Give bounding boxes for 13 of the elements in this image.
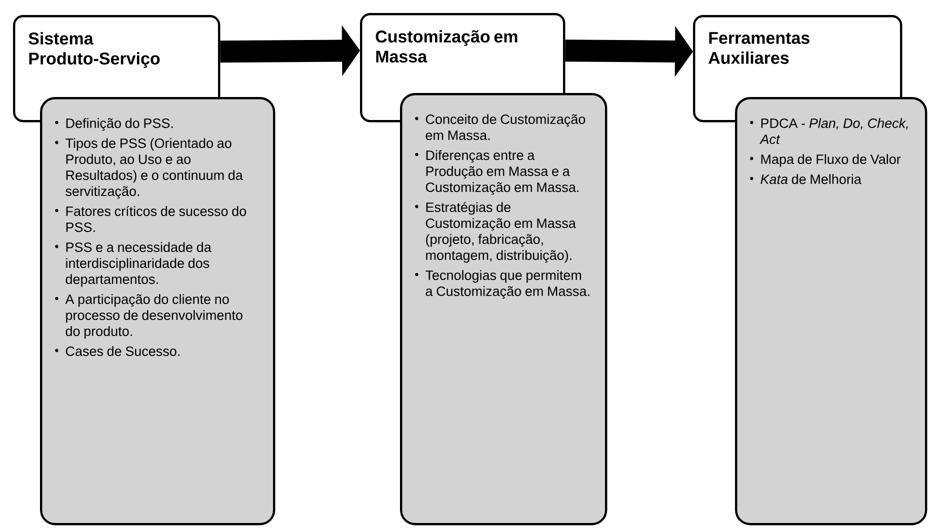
bullet-item: PSS e a necessidade da interdisciplinaridade dos departamentos.	[55, 242, 212, 287]
bullet-item: Kata de Melhoria	[750, 174, 862, 184]
bullet-item: A participação do cliente no processo de desenvolvimento do produto.	[55, 294, 242, 339]
bullet-item: Diferenças entre a Produção em Massa e a Customização em Massa.	[415, 150, 578, 195]
bullet-item: Tecnologias que permitem a Customização em Massa.	[415, 270, 590, 299]
topic-list-box	[400, 93, 608, 526]
bullet-item: Cases de Sucesso.	[55, 346, 180, 356]
bullet-item: Tipos de PSS (Orientado ao Produto, ao Uso e ao Resultados) e o continuum da servitização.	[55, 138, 243, 199]
topic-list-box	[40, 97, 276, 526]
bullet-item: Fatores críticos de sucesso do PSS.	[55, 206, 246, 232]
bullet-item: Mapa de Fluxo de Valor	[750, 154, 901, 167]
bullet-item: Estratégias de Customização em Massa (projeto, fabricação, montagem, distribuição).	[415, 202, 576, 263]
topic-list-box	[735, 97, 928, 526]
